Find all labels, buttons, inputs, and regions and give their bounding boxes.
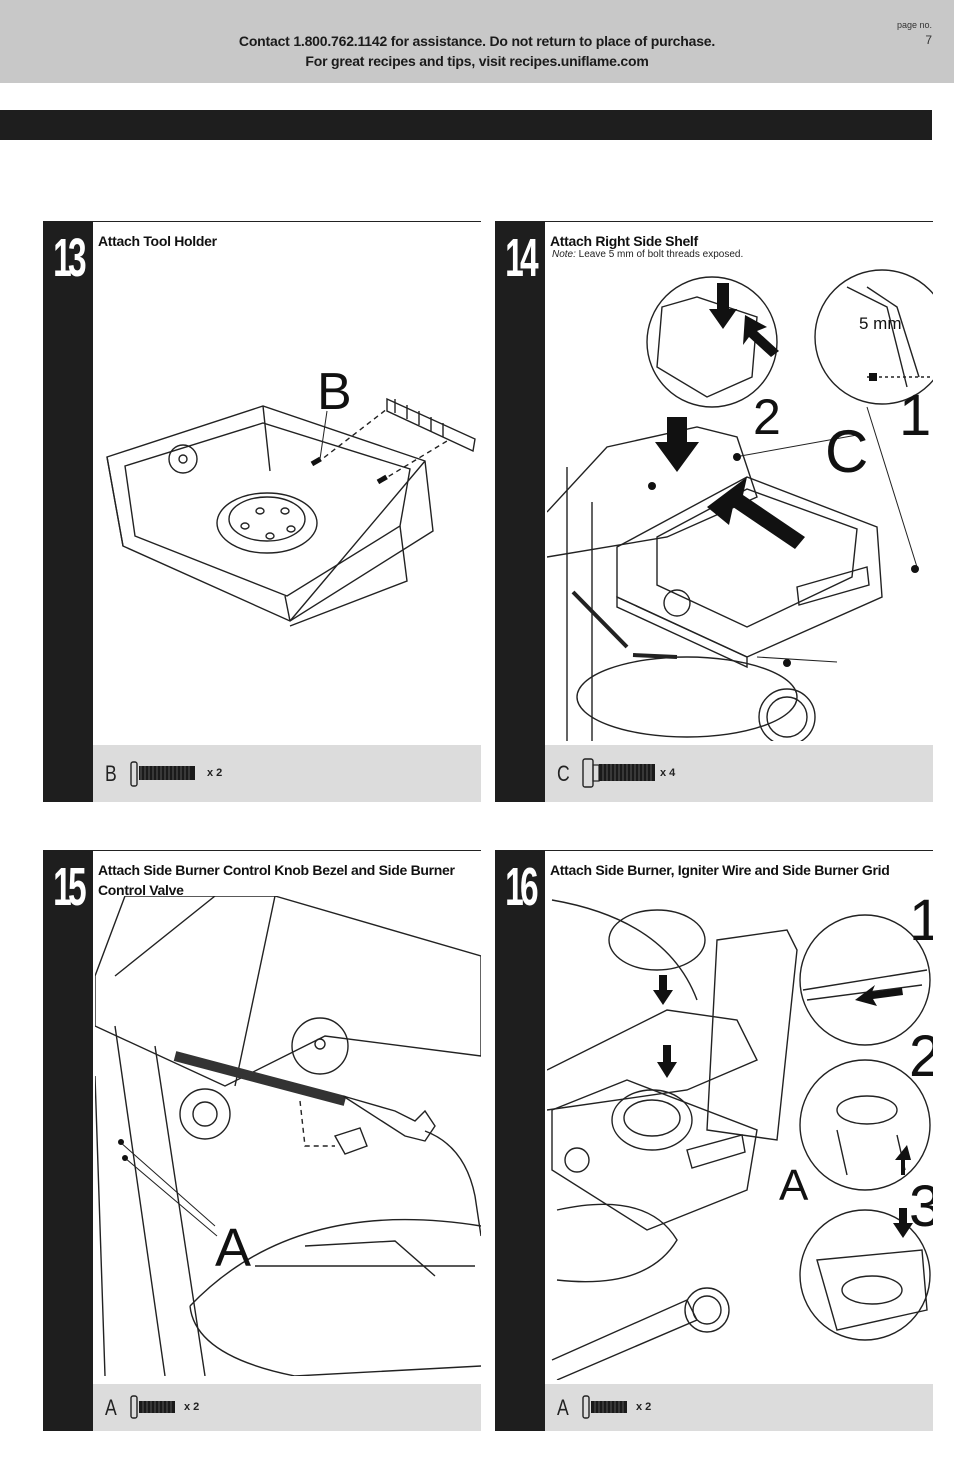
note-label: Note: — [552, 249, 576, 260]
page-number-block: page no. 7 — [897, 20, 932, 47]
part-letter: A — [557, 1395, 569, 1420]
part-quantity: x 2 — [207, 767, 223, 779]
callout-a: A — [215, 1218, 251, 1278]
control-valve-illustration: A — [95, 896, 481, 1376]
section-bar — [0, 110, 932, 140]
page-number: 7 — [925, 33, 932, 47]
bolt-icon — [130, 761, 195, 787]
step-title: Attach Tool Holder — [98, 233, 217, 249]
page-number-label: page no. — [896, 20, 932, 30]
divider — [93, 850, 481, 851]
callout-2: 2 — [753, 389, 781, 445]
step-number: 14 — [505, 228, 539, 288]
part-letter: B — [105, 761, 117, 786]
step-number: 13 — [53, 228, 87, 288]
step-15-panel: 15 Attach Side Burner Control Knob Bezel… — [43, 850, 481, 1431]
page-header: Contact 1.800.762.1142 for assistance. D… — [0, 0, 954, 83]
step-number-column — [43, 850, 93, 1431]
callout-1: 1 — [899, 383, 931, 448]
assistance-line: Contact 1.800.762.1142 for assistance. D… — [238, 33, 716, 49]
note-text: Leave 5 mm of bolt threads exposed. — [575, 249, 744, 260]
part-letter: C — [557, 761, 570, 786]
callout-1: 1 — [909, 890, 933, 953]
right-shelf-illustration: 2 C 1 5 mm — [547, 269, 933, 741]
callout-c: C — [825, 418, 868, 485]
bolt-icon — [130, 1395, 175, 1419]
bolt-icon — [582, 1395, 627, 1419]
part-quantity: x 2 — [184, 1401, 200, 1413]
step-note: Note: Leave 5 mm of bolt threads exposed… — [552, 249, 743, 260]
parts-box: C x 4 — [545, 745, 933, 802]
step-number: 15 — [53, 857, 87, 917]
step-title: Attach Side Burner, Igniter Wire and Sid… — [550, 862, 890, 878]
step-title: Attach Right Side Shelf — [550, 233, 698, 249]
step-16-panel: 16 Attach Side Burner, Igniter Wire and … — [495, 850, 933, 1431]
callout-a: A — [779, 1161, 809, 1210]
divider — [93, 221, 481, 222]
callout-b: B — [317, 363, 352, 421]
bolt-icon — [582, 758, 655, 788]
part-letter: A — [105, 1395, 117, 1420]
step-title: Attach Side Burner Control Knob Bezel an… — [98, 862, 455, 898]
callout-3: 3 — [909, 1174, 933, 1239]
callout-5mm: 5 mm — [859, 314, 902, 333]
step-number: 16 — [505, 857, 539, 917]
step-number-column — [43, 221, 93, 802]
part-quantity: x 2 — [636, 1401, 652, 1413]
divider — [545, 850, 933, 851]
parts-box: A x 2 — [545, 1384, 933, 1431]
step-14-panel: 14 Attach Right Side Shelf Note: Leave 5… — [495, 221, 933, 802]
step-number-column — [495, 221, 545, 802]
parts-box: A x 2 — [93, 1384, 481, 1431]
parts-box: B x 2 — [93, 745, 481, 802]
tool-holder-illustration: B — [106, 363, 476, 627]
divider — [545, 221, 933, 222]
part-quantity: x 4 — [660, 767, 676, 779]
step-number-column — [495, 850, 545, 1431]
side-burner-illustration: 1 2 3 A — [547, 890, 933, 1380]
step-13-panel: 13 Attach Tool Holder B B x 2 — [43, 221, 481, 802]
callout-2: 2 — [909, 1024, 933, 1089]
recipes-line: For great recipes and tips, visit recipe… — [305, 53, 649, 69]
